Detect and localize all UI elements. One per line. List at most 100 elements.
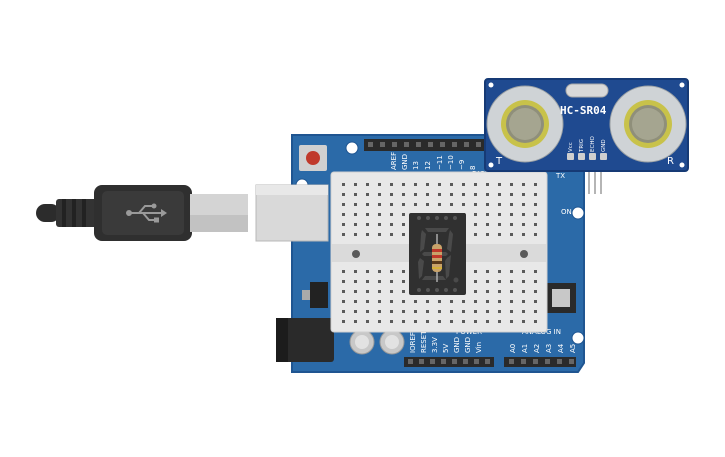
breadboard-hole[interactable] [534, 280, 537, 283]
breadboard-hole[interactable] [438, 193, 441, 196]
breadboard-hole[interactable] [534, 290, 537, 293]
breadboard-hole[interactable] [354, 310, 357, 313]
breadboard-hole[interactable] [390, 310, 393, 313]
breadboard-hole[interactable] [486, 280, 489, 283]
breadboard-hole[interactable] [402, 270, 405, 273]
breadboard-hole[interactable] [342, 183, 345, 186]
breadboard-hole[interactable] [402, 300, 405, 303]
breadboard-hole[interactable] [426, 310, 429, 313]
breadboard-hole[interactable] [462, 300, 465, 303]
breadboard-hole[interactable] [414, 183, 417, 186]
breadboard-hole[interactable] [390, 183, 393, 186]
breadboard-hole[interactable] [510, 300, 513, 303]
breadboard-hole[interactable] [414, 310, 417, 313]
breadboard-hole[interactable] [402, 280, 405, 283]
breadboard-hole[interactable] [378, 300, 381, 303]
breadboard-hole[interactable] [366, 300, 369, 303]
breadboard-hole[interactable] [522, 290, 525, 293]
breadboard-hole[interactable] [390, 223, 393, 226]
breadboard-hole[interactable] [510, 203, 513, 206]
breadboard-hole[interactable] [354, 193, 357, 196]
breadboard-hole[interactable] [402, 203, 405, 206]
breadboard-hole[interactable] [426, 320, 429, 323]
breadboard-hole[interactable] [342, 233, 345, 236]
breadboard-hole[interactable] [486, 213, 489, 216]
breadboard-hole[interactable] [486, 233, 489, 236]
breadboard-hole[interactable] [366, 310, 369, 313]
breadboard-hole[interactable] [366, 290, 369, 293]
breadboard-hole[interactable] [522, 223, 525, 226]
breadboard-hole[interactable] [402, 290, 405, 293]
breadboard-hole[interactable] [510, 310, 513, 313]
breadboard-hole[interactable] [486, 270, 489, 273]
breadboard-hole[interactable] [354, 233, 357, 236]
breadboard-hole[interactable] [486, 223, 489, 226]
breadboard-hole[interactable] [402, 320, 405, 323]
breadboard-hole[interactable] [498, 320, 501, 323]
breadboard-hole[interactable] [402, 310, 405, 313]
breadboard-hole[interactable] [510, 213, 513, 216]
breadboard-hole[interactable] [378, 233, 381, 236]
breadboard-hole[interactable] [390, 203, 393, 206]
breadboard-hole[interactable] [474, 310, 477, 313]
breadboard-hole[interactable] [534, 300, 537, 303]
breadboard-hole[interactable] [414, 320, 417, 323]
breadboard-hole[interactable] [426, 183, 429, 186]
breadboard-hole[interactable] [534, 213, 537, 216]
breadboard-hole[interactable] [486, 310, 489, 313]
breadboard-hole[interactable] [366, 193, 369, 196]
breadboard-hole[interactable] [522, 203, 525, 206]
breadboard-hole[interactable] [534, 203, 537, 206]
breadboard-hole[interactable] [474, 233, 477, 236]
breadboard-hole[interactable] [342, 270, 345, 273]
breadboard-hole[interactable] [378, 193, 381, 196]
breadboard-hole[interactable] [522, 300, 525, 303]
breadboard-hole[interactable] [354, 320, 357, 323]
breadboard-hole[interactable] [402, 183, 405, 186]
breadboard-hole[interactable] [498, 223, 501, 226]
breadboard-hole[interactable] [474, 300, 477, 303]
breadboard-hole[interactable] [522, 193, 525, 196]
breadboard-hole[interactable] [342, 290, 345, 293]
breadboard-hole[interactable] [366, 270, 369, 273]
breadboard-hole[interactable] [366, 223, 369, 226]
breadboard-hole[interactable] [462, 310, 465, 313]
breadboard-hole[interactable] [390, 320, 393, 323]
breadboard-hole[interactable] [378, 183, 381, 186]
breadboard-hole[interactable] [534, 193, 537, 196]
hc-sr04-sensor[interactable]: HC-SR04 T R Vcc TRIG ECHO GND [484, 78, 689, 194]
breadboard-hole[interactable] [366, 213, 369, 216]
breadboard-hole[interactable] [498, 193, 501, 196]
resistor[interactable] [432, 234, 442, 282]
breadboard-hole[interactable] [378, 280, 381, 283]
breadboard-hole[interactable] [534, 310, 537, 313]
breadboard-hole[interactable] [522, 270, 525, 273]
breadboard-hole[interactable] [474, 183, 477, 186]
breadboard-hole[interactable] [342, 310, 345, 313]
breadboard-hole[interactable] [474, 280, 477, 283]
breadboard-hole[interactable] [342, 300, 345, 303]
breadboard-hole[interactable] [474, 270, 477, 273]
sensor-pin-pads[interactable] [567, 153, 607, 160]
breadboard-hole[interactable] [498, 203, 501, 206]
breadboard-hole[interactable] [534, 233, 537, 236]
breadboard-hole[interactable] [474, 223, 477, 226]
breadboard-hole[interactable] [390, 233, 393, 236]
breadboard-hole[interactable] [486, 300, 489, 303]
breadboard-hole[interactable] [498, 290, 501, 293]
breadboard-hole[interactable] [378, 213, 381, 216]
breadboard-hole[interactable] [498, 270, 501, 273]
breadboard-hole[interactable] [426, 300, 429, 303]
breadboard-hole[interactable] [534, 183, 537, 186]
breadboard-hole[interactable] [378, 223, 381, 226]
breadboard-hole[interactable] [354, 270, 357, 273]
breadboard-hole[interactable] [486, 193, 489, 196]
breadboard-hole[interactable] [354, 280, 357, 283]
breadboard-hole[interactable] [342, 213, 345, 216]
breadboard-hole[interactable] [450, 320, 453, 323]
breadboard-hole[interactable] [402, 223, 405, 226]
breadboard-hole[interactable] [366, 233, 369, 236]
breadboard-hole[interactable] [522, 320, 525, 323]
breadboard-hole[interactable] [522, 310, 525, 313]
breadboard-hole[interactable] [378, 203, 381, 206]
